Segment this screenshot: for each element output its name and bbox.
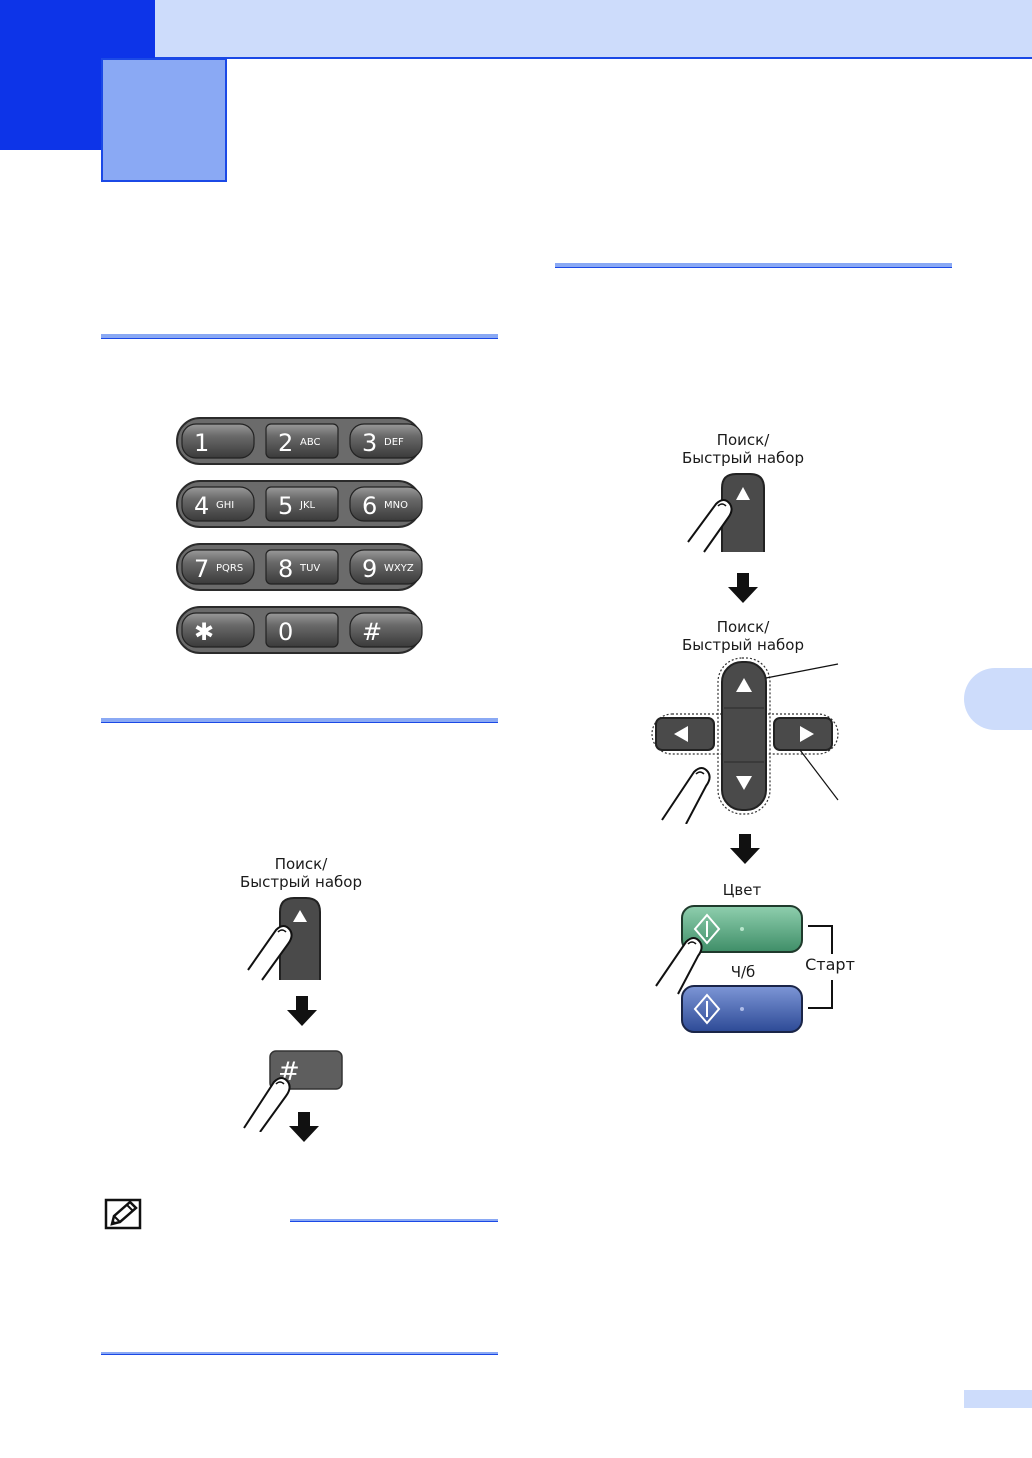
keypad-key-9[interactable]	[181, 612, 255, 648]
search-key-illustration-left	[247, 897, 321, 981]
keypad-digit: 1	[194, 429, 209, 457]
keypad-digit: #	[362, 618, 382, 646]
down-arrow-icon	[730, 834, 760, 864]
search-caption-line2: Быстрый набор	[240, 873, 362, 891]
keypad-digit: 3	[362, 429, 377, 457]
keypad-digit: 0	[278, 618, 293, 646]
up-arrow-icon	[736, 678, 752, 692]
start-buttons-illustration	[655, 905, 833, 1033]
header-band	[155, 0, 1032, 58]
header-rule	[155, 57, 1032, 59]
finger-icon	[661, 767, 711, 824]
search-caption-line1: Поиск/	[274, 855, 328, 873]
keypad-key-1[interactable]	[265, 423, 339, 459]
keypad-digit: 9	[362, 555, 377, 583]
note-rule-top	[290, 1219, 498, 1222]
search-caption-line2: Быстрый набор	[682, 636, 804, 654]
keypad-letters: WXYZ	[384, 563, 414, 574]
finger-icon	[243, 1077, 291, 1132]
navigation-keys-illustration	[651, 657, 839, 824]
keypad-key-4[interactable]	[265, 486, 339, 522]
keypad-letters: MNO	[384, 500, 408, 511]
keypad-key-5[interactable]	[349, 486, 423, 522]
finger-icon	[247, 925, 293, 981]
keypad-digit: 2	[278, 429, 293, 457]
side-chapter-tab	[964, 668, 1032, 730]
color-start-label: Цвет	[722, 881, 762, 899]
search-key-caption-right-1: Поиск/ Быстрый набор	[668, 431, 818, 467]
hash-key-illustration: #	[243, 1050, 343, 1132]
finger-icon	[687, 499, 733, 553]
keypad-letters: JKL	[299, 500, 316, 511]
right-arrow-icon	[800, 726, 814, 742]
keypad-digit: 7	[194, 555, 209, 583]
finger-icon	[655, 937, 703, 995]
keypad-digit: 4	[194, 492, 209, 520]
down-arrow-key-icon	[736, 776, 752, 790]
start-diamond-icon	[693, 993, 721, 1025]
section-rule-left-1	[101, 334, 498, 339]
search-key-caption-left: Поиск/ Быстрый набор	[226, 855, 376, 891]
keypad-digit: 6	[362, 492, 377, 520]
keypad-letters: TUV	[299, 563, 320, 574]
keypad-key-3[interactable]	[181, 486, 255, 522]
keypad-letters: PQRS	[216, 563, 243, 574]
section-rule-left-2	[101, 718, 498, 723]
section-rule-right-1	[555, 263, 952, 268]
down-arrow-icon	[289, 1112, 319, 1142]
keypad-letters: DEF	[384, 437, 404, 448]
keypad-key-8[interactable]	[349, 549, 423, 585]
search-caption-line1: Поиск/	[716, 431, 770, 449]
dial-keypad: 1 2 ABC 3 DEF 4 GHI 5 JKL 6 MNO 7 PQRS 8 TUV 9 WXYZ ✱ 0 #	[176, 417, 423, 654]
keypad-key-11[interactable]	[349, 612, 423, 648]
search-key-illustration-right	[687, 473, 765, 553]
page-number-tab	[964, 1390, 1032, 1408]
keypad-digit: 8	[278, 555, 293, 583]
keypad-letters: ABC	[300, 437, 321, 448]
keypad-key-2[interactable]	[349, 423, 423, 459]
left-arrow-icon	[674, 726, 688, 742]
keypad-digit: 5	[278, 492, 293, 520]
down-arrow-icon	[287, 996, 317, 1026]
keypad-digit: ✱	[194, 618, 214, 646]
start-diamond-icon	[693, 913, 721, 945]
keypad-key-10[interactable]	[265, 612, 339, 648]
down-arrow-icon	[728, 573, 758, 603]
note-rule-bottom	[101, 1352, 498, 1355]
keypad-key-0[interactable]	[181, 423, 255, 459]
chapter-number-tab	[101, 58, 227, 182]
bw-start-label: Ч/б	[730, 963, 756, 981]
keypad-key-6[interactable]	[181, 549, 255, 585]
search-caption-line1: Поиск/	[716, 618, 770, 636]
search-key-caption-right-2: Поиск/ Быстрый набор	[668, 618, 818, 654]
note-pencil-icon	[104, 1198, 142, 1230]
keypad-key-7[interactable]	[265, 549, 339, 585]
start-group-label: Старт	[805, 955, 855, 974]
keypad-letters: GHI	[216, 500, 234, 511]
search-caption-line2: Быстрый набор	[682, 449, 804, 467]
